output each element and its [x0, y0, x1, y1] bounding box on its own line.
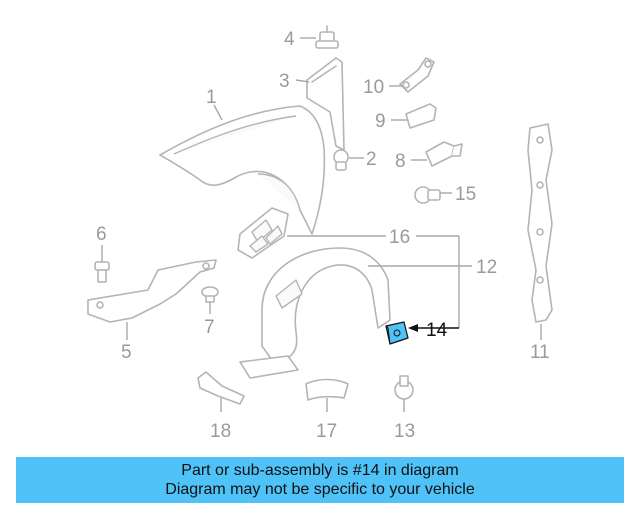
- banner-line-2: Diagram may not be specific to your vehi…: [165, 481, 475, 498]
- part-1-fender: [159, 105, 326, 235]
- part-8-bracket: [425, 141, 463, 167]
- callout-1: 1: [206, 87, 217, 108]
- part-5-bracket: [87, 259, 217, 323]
- callout-6: 6: [96, 224, 107, 245]
- callout-14: 14: [426, 320, 448, 341]
- part-14-nut-clip-highlighted[interactable]: [385, 321, 409, 345]
- part-6-bolt: [94, 261, 110, 283]
- part-16-vent: [237, 207, 289, 259]
- part-9-bracket: [405, 103, 437, 129]
- part-15-clip: [414, 186, 441, 204]
- callout-7: 7: [204, 317, 215, 338]
- leader-14-arrow: [408, 324, 418, 332]
- part-7-clip: [201, 286, 219, 303]
- part-2-clip: [333, 149, 349, 171]
- callout-15: 15: [455, 184, 476, 205]
- part-13-bolt: [394, 375, 414, 400]
- callout-17: 17: [316, 421, 337, 442]
- callout-10: 10: [363, 77, 384, 98]
- part-11-bracket: [527, 123, 553, 323]
- callout-16: 16: [389, 227, 410, 248]
- info-banner: Part or sub-assembly is #14 in diagram D…: [16, 457, 624, 503]
- callout-2: 2: [366, 149, 377, 170]
- callout-12: 12: [476, 257, 497, 278]
- callout-3: 3: [279, 71, 290, 92]
- part-3-bracket: [306, 57, 345, 151]
- part-12-liner: [239, 247, 391, 379]
- callout-13: 13: [394, 421, 415, 442]
- callout-5: 5: [121, 342, 132, 363]
- leader-1: [213, 104, 223, 121]
- parts-diagram: 4 3 1 2 10 9 8 15: [87, 25, 553, 442]
- part-4-bolt: [315, 25, 339, 49]
- leader-3: [295, 79, 310, 83]
- callout-4: 4: [284, 29, 295, 50]
- part-17-pad: [305, 378, 349, 401]
- callout-11: 11: [530, 342, 550, 363]
- part-18-bracket: [197, 371, 245, 405]
- callout-8: 8: [395, 151, 406, 172]
- part-10-bracket: [399, 57, 435, 93]
- callout-18: 18: [210, 421, 231, 442]
- banner-line-1: Part or sub-assembly is #14 in diagram: [181, 462, 459, 479]
- callout-9: 9: [375, 111, 386, 132]
